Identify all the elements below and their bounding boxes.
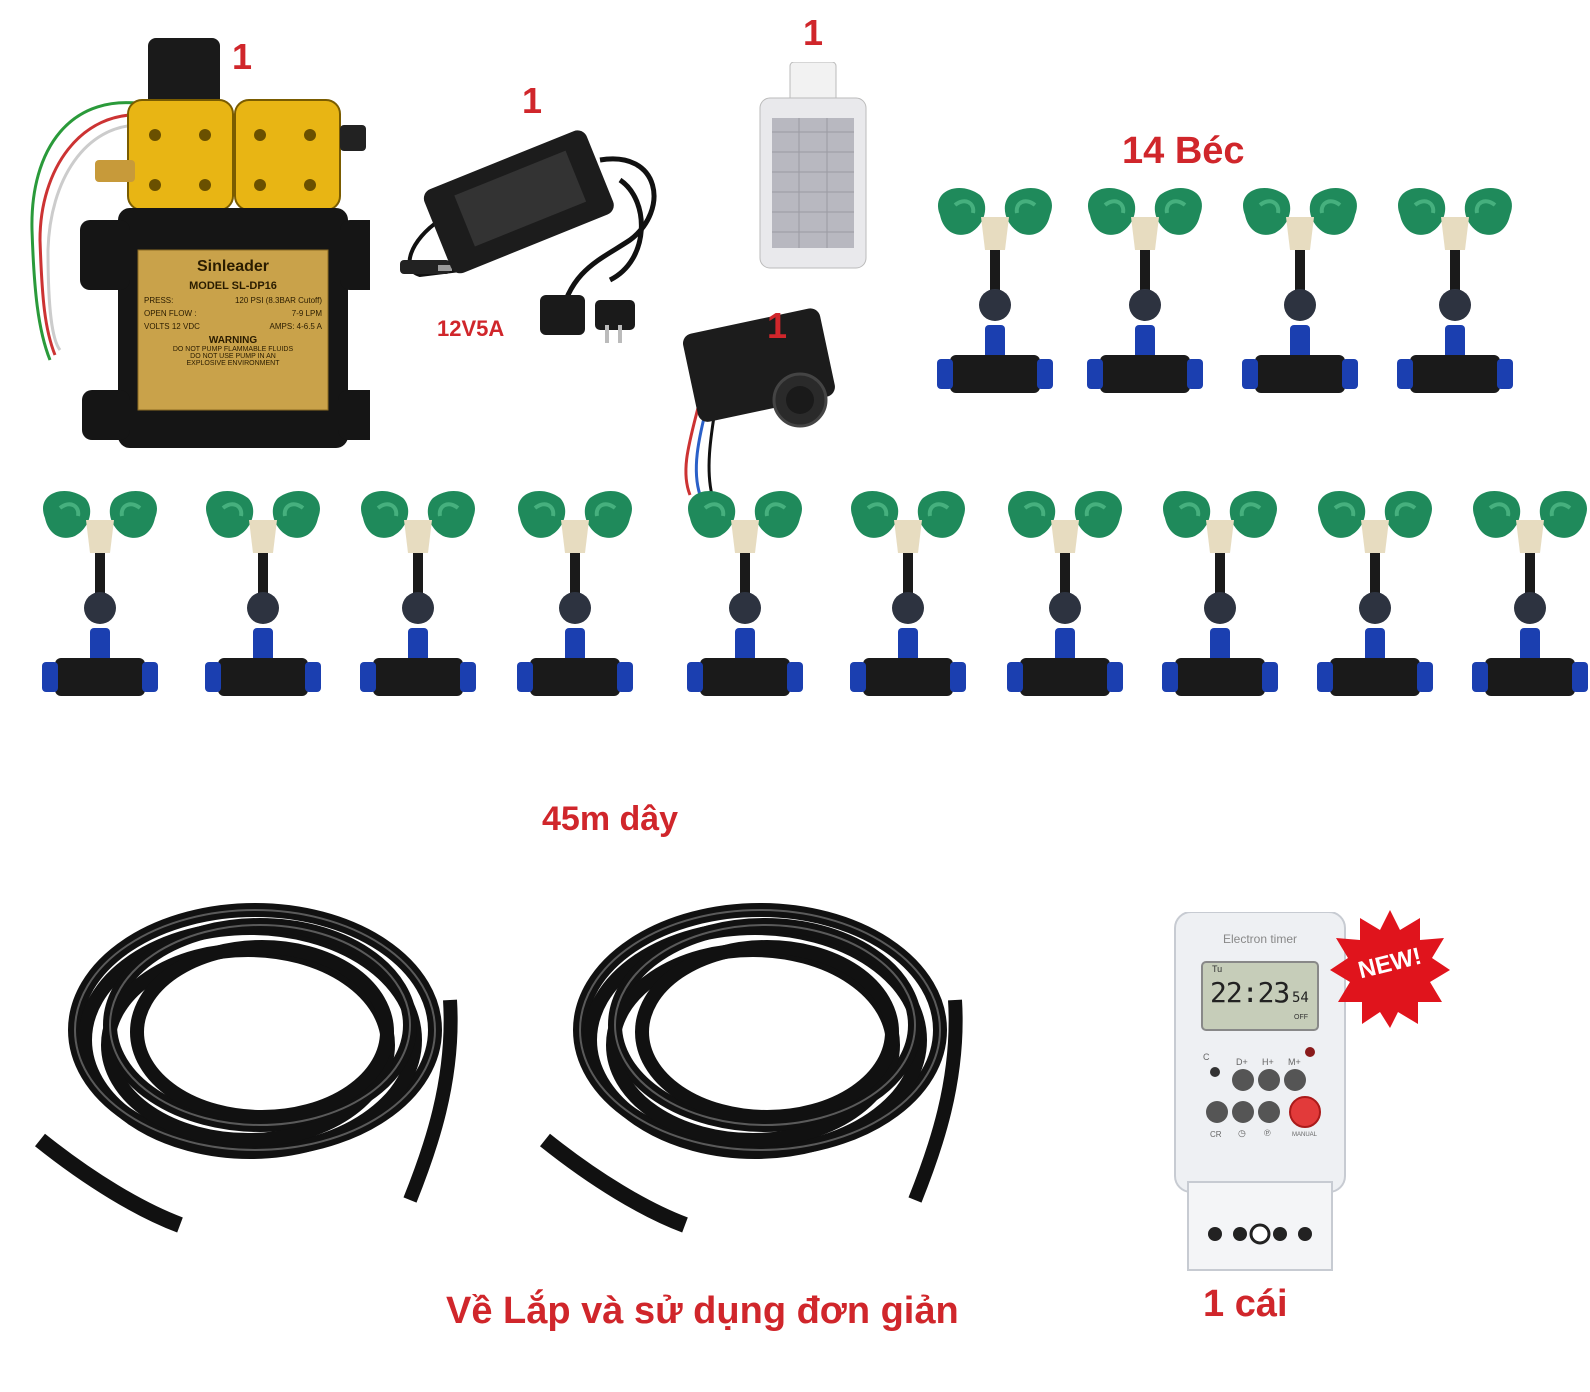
- timer-seconds: 54: [1292, 990, 1309, 1006]
- timer-day: Tu: [1212, 964, 1223, 974]
- starburst-icon: [1330, 910, 1450, 1028]
- filter-image: [752, 62, 872, 272]
- pump-press-label: PRESS:: [144, 296, 174, 305]
- controller-quantity: 1: [767, 305, 788, 346]
- pump-brand: Sinleader: [196, 258, 270, 275]
- nozzle-assembly: [848, 488, 968, 698]
- pump-warning: WARNING: [208, 335, 258, 346]
- pump-model: MODEL SL-DP16: [189, 280, 277, 292]
- pump-warning-line-1: DO NOT PUMP FLAMMABLE FLUIDS: [172, 346, 294, 353]
- pump-flow-value: 7-9 LPM: [291, 309, 322, 318]
- hose-coil-left: [30, 880, 480, 1240]
- pump-volts: VOLTS 12 VDC: [144, 322, 200, 331]
- nozzle-assembly: [1005, 488, 1125, 698]
- speed-controller-image: [670, 290, 850, 500]
- pump-quantity: 1: [232, 36, 253, 77]
- pump-press-value: 120 PSI (8.3BAR Cutoff): [234, 296, 322, 305]
- pump-amps: AMPS: 4-6.5 A: [269, 322, 322, 331]
- tagline: Về Lắp và sử dụng đơn giản: [446, 1290, 959, 1332]
- pump-flow-label: OPEN FLOW :: [144, 309, 197, 318]
- nozzle-assembly: [1395, 185, 1515, 395]
- nozzle-grid: [40, 185, 1590, 698]
- adapter-spec-label: 12V5A: [437, 316, 505, 341]
- filter-quantity: 1: [803, 12, 824, 53]
- timer-bottom-label-program: ℗: [1264, 1128, 1271, 1138]
- timer-state: OFF: [1294, 1014, 1308, 1021]
- nozzle-assembly: [358, 488, 478, 698]
- timer-button-label-c: C: [1203, 1052, 1210, 1062]
- nozzle-assembly: [515, 488, 635, 698]
- nozzle-assembly: [685, 488, 805, 698]
- timer-title: Electron timer: [1222, 932, 1298, 946]
- nozzle-assembly: [1085, 185, 1205, 395]
- digital-timer: Electron timer Tu 22:23 54 OFF C D+ H+ M…: [1170, 912, 1350, 1272]
- nozzle-assembly: [1160, 488, 1280, 698]
- nozzle-assembly: [203, 488, 323, 698]
- nozzle-assembly: [1240, 185, 1360, 395]
- timer-bottom-label-clock: ◷: [1238, 1128, 1246, 1138]
- nozzle-assembly: [1470, 488, 1590, 698]
- timer-quantity: 1 cái: [1203, 1283, 1288, 1325]
- pump-warning-line-3: EXPLOSIVE ENVIRONMENT: [186, 360, 280, 367]
- nozzle-assembly: [1315, 488, 1435, 698]
- pump-warning-line-2: DO NOT USE PUMP IN AN: [190, 353, 276, 360]
- power-adapter-image: [400, 120, 700, 360]
- pump-image: Sinleader MODEL SL-DP16 PRESS: 120 PSI (…: [10, 30, 370, 450]
- timer-button-label-h: H+: [1262, 1057, 1274, 1067]
- timer-bottom-label-cr: CR: [1210, 1130, 1222, 1139]
- timer-button-label-m: M+: [1288, 1057, 1301, 1067]
- new-badge: NEW!: [1330, 908, 1450, 1028]
- timer-button-label-d: D+: [1236, 1057, 1248, 1067]
- hose-coil-right: [535, 880, 985, 1240]
- nozzle-count-label: 14 Béc: [1122, 130, 1245, 172]
- timer-bottom-label-manual: MANUAL: [1292, 1132, 1318, 1138]
- adapter-quantity: 1: [522, 80, 543, 121]
- nozzle-assembly: [935, 185, 1055, 395]
- hose-length-label: 45m dây: [542, 800, 679, 838]
- nozzle-assembly: [40, 488, 160, 698]
- timer-time: 22:23: [1210, 976, 1290, 1009]
